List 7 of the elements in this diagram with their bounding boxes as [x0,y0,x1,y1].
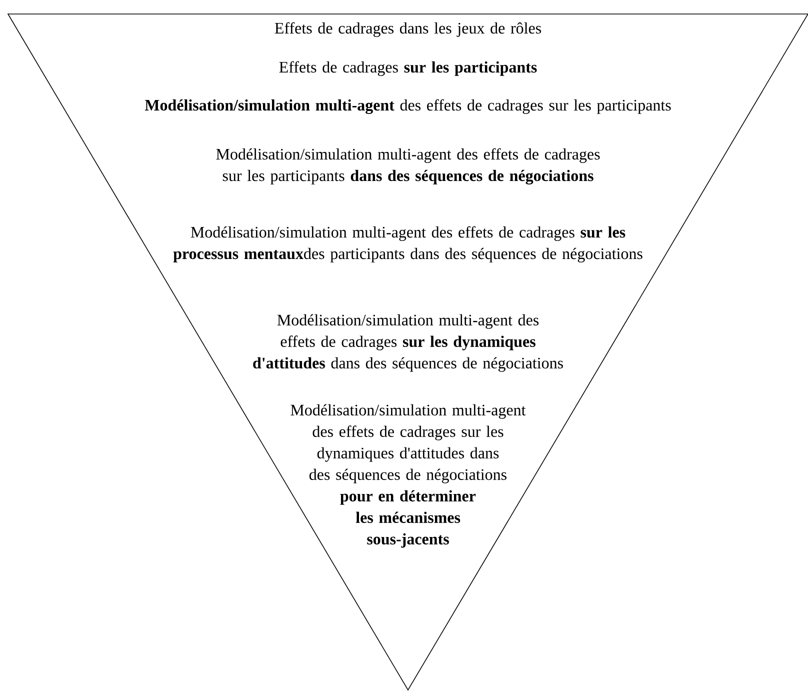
framing-text: Modélisation/simulation multi-agent des effets de cadrages sur les dynamiques d'attitudes dans des séquences de négociations [253,314,563,372]
framing-text: Effets de cadrages sur les participants [279,61,537,76]
framing-text: Modélisation/simulation multi-agent des effets de cadrages sur les processus mentauxdes participants dans des séquences de négociations [173,226,642,262]
framing-text: Modélisation/simulation multi-agent des effets de cadrages sur les participants [144,99,671,114]
framing-text: Modélisation/simulation multi-agent des effets de cadrages sur les participants dans des séquences de négociations [216,148,600,184]
framing-text: Modélisation/simulation multi-agent des effets de cadrages sur les dynamiques d'attitudes dans des séquences de négociations pour en déterminer les mécanismes sous-jacents [290,404,526,548]
framing-text: Effets de cadrages dans les jeux de rôles [274,22,542,37]
